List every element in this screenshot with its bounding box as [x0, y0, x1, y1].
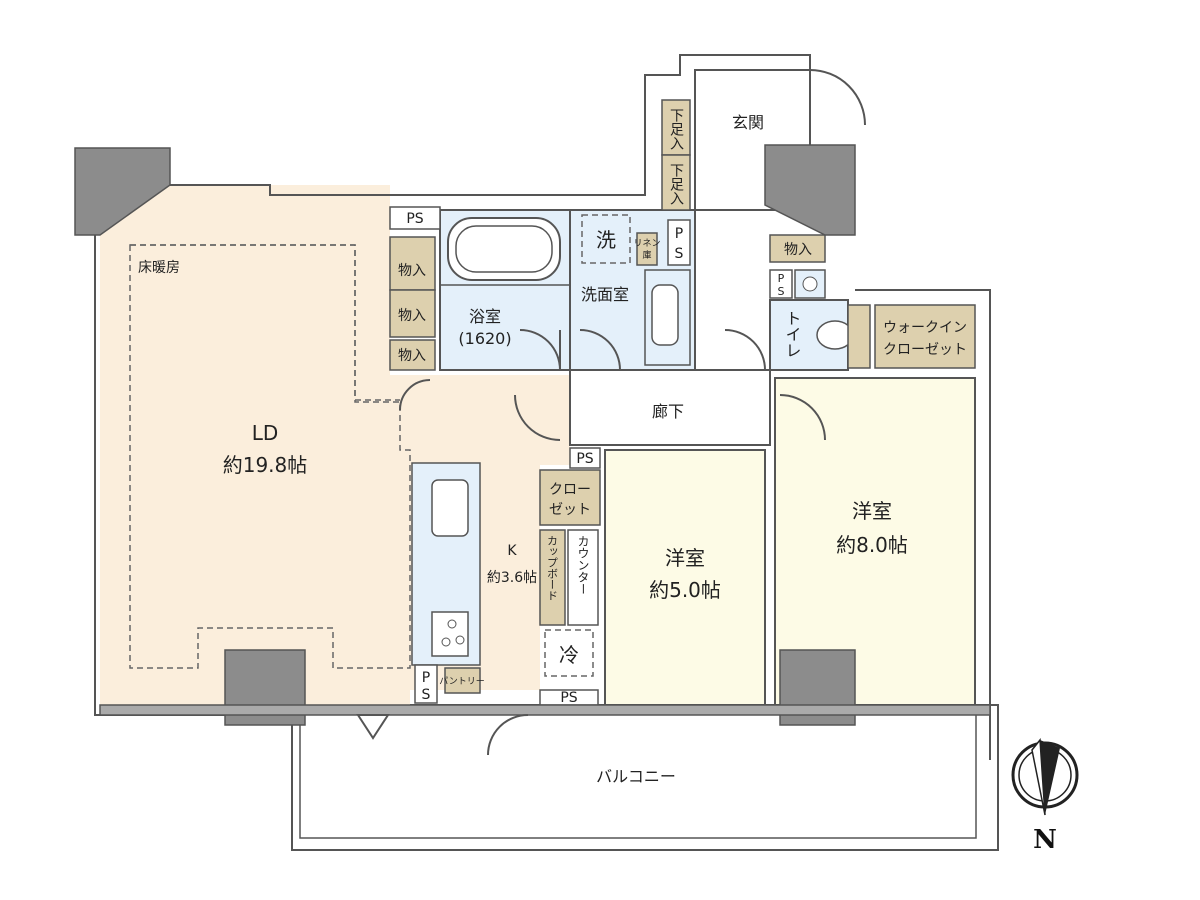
washroom-label: 洗面室 [581, 285, 629, 304]
fridge-label: 冷 [559, 643, 579, 667]
toilet-label: トイレ [783, 310, 802, 358]
stove-icon [431, 611, 469, 657]
sink-icon [431, 479, 469, 537]
ld-size: 約19.8帖 [223, 453, 308, 477]
balcony-label: バルコニー [596, 767, 676, 786]
room1-size: 約5.0帖 [649, 578, 721, 602]
ps-label: PS [560, 690, 577, 706]
ld-name: LD [252, 421, 279, 445]
room1-name: 洋室 [665, 546, 705, 570]
ps-p-label: P [422, 670, 430, 686]
ps-s-label: S [675, 246, 684, 262]
bathtub-icon [447, 217, 561, 281]
compass-label: N [1033, 825, 1057, 855]
cupboard-label: カップボード [546, 535, 559, 601]
ps-s-label: S [422, 687, 431, 703]
storage-label: 物入 [784, 242, 812, 258]
storage-label: 物入 [398, 348, 426, 364]
hallway [569, 369, 771, 446]
entrance-label: 玄関 [732, 113, 764, 132]
kitchen-name: K [507, 543, 517, 559]
storage-label: 物入 [398, 263, 426, 279]
room2-size: 約8.0帖 [836, 533, 908, 557]
floor-heating-label: 床暖房 [138, 260, 180, 276]
linen-label: リネン [633, 238, 660, 249]
bath-size: (1620) [458, 329, 511, 348]
western-room-5 [604, 449, 766, 706]
north-compass-icon: N [1011, 738, 1079, 855]
kitchen-size: 約3.6帖 [487, 570, 537, 586]
pantry-label: パントリー [439, 676, 484, 687]
room2-name: 洋室 [852, 499, 892, 523]
balcony-area [291, 704, 999, 851]
counter-label: カウンター [576, 535, 590, 595]
shoe-storage-label-2: 下足入 [668, 163, 684, 205]
wic-label-2: クローゼット [883, 342, 967, 358]
pillar [74, 147, 171, 236]
closet-label-2: ゼット [549, 502, 591, 518]
ps-label: PS [406, 211, 423, 227]
hallway-label: 廊下 [652, 402, 684, 421]
storage-label: 物入 [398, 308, 426, 324]
ps-label: PS [576, 451, 593, 467]
linen-label-2: 庫 [642, 249, 651, 261]
ps-p-label: P [675, 226, 683, 242]
bath-name: 浴室 [469, 307, 501, 326]
shoe-storage-label: 下足入 [668, 108, 684, 150]
washer-label: 洗 [596, 228, 616, 252]
ps-s-label: S [778, 285, 785, 298]
storage-units [389, 99, 976, 694]
ps-p-label: P [778, 272, 785, 285]
closet-label: クロー [549, 482, 591, 498]
wic-label: ウォークイン [883, 320, 967, 336]
